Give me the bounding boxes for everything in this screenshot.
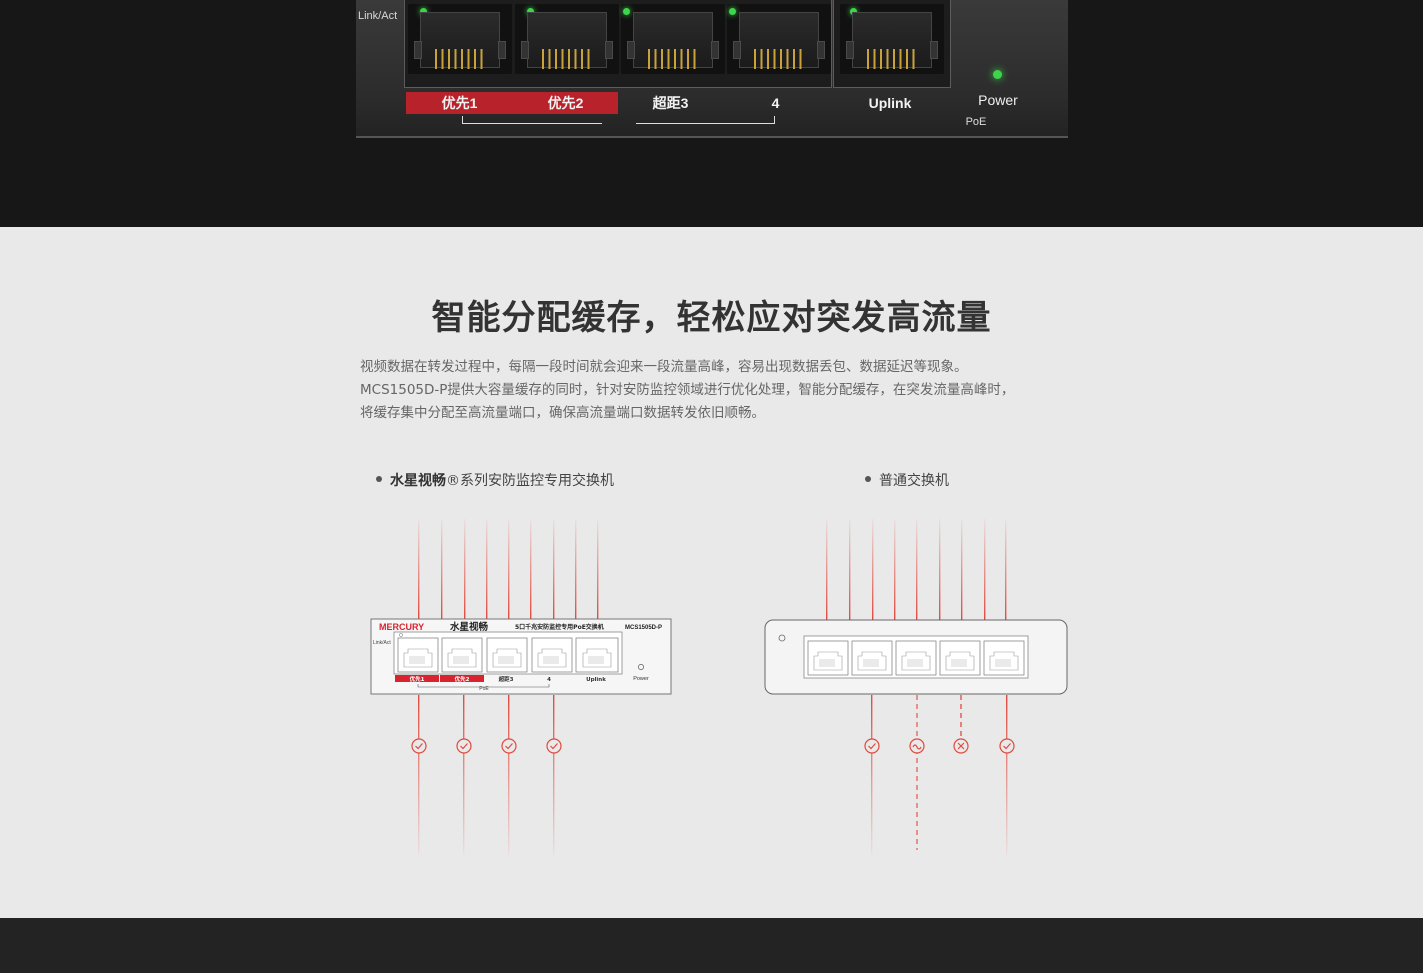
description-line: MCS1505D-P提供大容量缓存的同时，针对安防监控领域进行优化处理，智能分配… — [360, 382, 1015, 398]
mini-port-label-4: 4 — [547, 677, 551, 683]
right-incoming-lines — [826, 519, 1007, 620]
mini-port-label-3: 超距3 — [498, 675, 514, 683]
ethernet-port-4 — [727, 4, 831, 74]
port-label-4: 4 — [771, 95, 780, 111]
mini-port-label-1: 优先1 — [410, 675, 425, 683]
port-label-2: 优先2 — [513, 92, 618, 114]
right-label-text: 普通交换机 — [879, 473, 949, 489]
right-comparison-label: 普通交换机 — [865, 470, 949, 490]
brand-cn-text: 水星视畅 — [450, 621, 489, 633]
description-line: 将缓存集中分配至高流量端口，确保高流量端口数据转发依旧顺畅。 — [360, 405, 765, 421]
brand-name: 水星视畅 — [390, 473, 446, 489]
section-description: 视频数据在转发过程中，每隔一段时间就会迎来一段流量高峰，容易出现数据丢包、数据延… — [360, 356, 1100, 425]
bullet-icon — [865, 476, 871, 482]
mini-port-label-2: 优先2 — [455, 675, 470, 683]
port-label-3: 超距3 — [652, 95, 689, 111]
poe-bracket — [462, 123, 602, 124]
check-icon — [999, 738, 1015, 754]
right-switch-illustration — [764, 619, 1068, 695]
left-label-suffix: ®系列安防监控专用交换机 — [446, 473, 614, 489]
mini-poe-label: PoE — [479, 686, 489, 692]
check-icon — [501, 738, 517, 754]
left-outgoing-lines — [418, 695, 555, 855]
power-label: Power — [978, 92, 1018, 108]
switch-front-panel: Link/Act 优先1 优先2 超距3 4 Uplink PoE Power — [356, 0, 1068, 138]
mercury-logo: MERCURY — [379, 622, 424, 632]
model-text: MCS1505D-P — [625, 625, 662, 631]
port-label-uplink: Uplink — [868, 95, 912, 111]
description-line: 视频数据在转发过程中，每隔一段时间就会迎来一段流量高峰，容易出现数据丢包、数据延… — [360, 359, 968, 375]
power-led-icon — [993, 70, 1002, 79]
bullet-icon — [376, 476, 382, 482]
product-desc-text: 5口千兆安防监控专用PoE交换机 — [515, 623, 604, 631]
hero-section: Link/Act 优先1 优先2 超距3 4 Uplink PoE Power — [0, 0, 1423, 227]
link-led-icon — [420, 8, 427, 15]
link-led-icon — [729, 8, 736, 15]
ethernet-port-3 — [621, 4, 725, 74]
section-title: 智能分配缓存，轻松应对突发高流量 — [431, 298, 992, 338]
check-icon — [456, 738, 472, 754]
ethernet-port-1 — [408, 4, 512, 74]
left-incoming-lines — [418, 519, 599, 619]
check-icon — [546, 738, 562, 754]
left-switch-illustration: MERCURY 水星视畅 5口千兆安防监控专用PoE交换机 MCS1505D-P… — [370, 618, 672, 695]
port-label-1: 优先1 — [406, 92, 513, 114]
mini-port-label-uplink: Uplink — [586, 677, 606, 683]
link-led-icon — [850, 8, 857, 15]
ethernet-port-2 — [515, 4, 619, 74]
link-led-icon — [527, 8, 534, 15]
left-comparison-label: 水星视畅®系列安防监控专用交换机 — [376, 470, 614, 490]
mini-power-label: Power — [633, 676, 649, 682]
link-act-label: Link/Act — [358, 10, 398, 22]
ethernet-port-uplink — [840, 4, 944, 74]
check-icon — [411, 738, 427, 754]
port-group-uplink — [833, 0, 951, 88]
right-outgoing-lines — [871, 695, 1008, 855]
link-led-icon — [623, 8, 630, 15]
check-icon — [864, 738, 880, 754]
link-act-text: Link/Act — [373, 640, 391, 646]
footer-band — [0, 918, 1423, 973]
poe-label: PoE — [965, 116, 987, 128]
mini-power-led-icon — [638, 664, 644, 670]
port-group-main — [404, 0, 832, 88]
